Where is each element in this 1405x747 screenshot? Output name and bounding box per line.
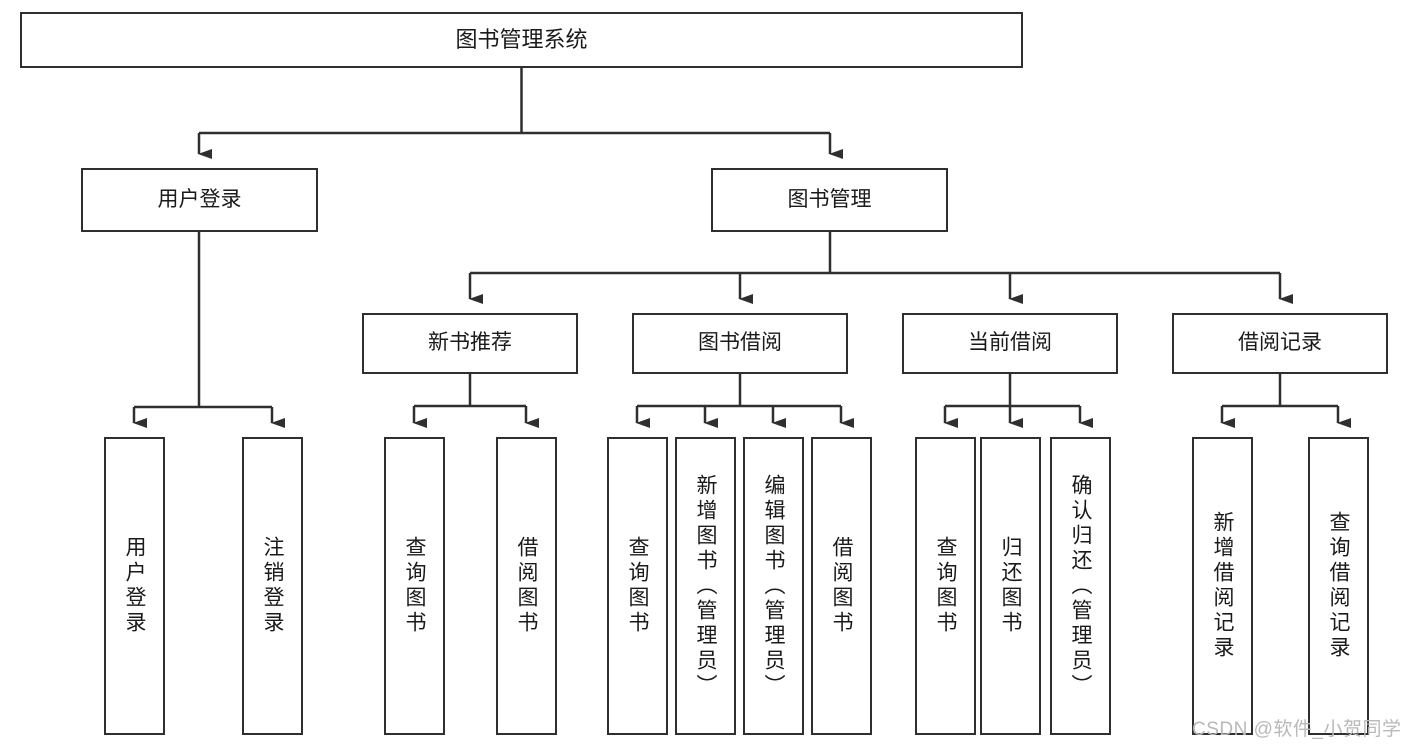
node-label: 用户登录 <box>157 187 242 211</box>
node-label: 借阅图书 <box>515 536 538 636</box>
node-label: 图书管理系统 <box>455 27 588 53</box>
node-label: 查询图书 <box>934 536 957 636</box>
node-root-system[interactable]: 图书管理系统 <box>20 12 1023 68</box>
node-label: 借阅图书 <box>830 536 853 636</box>
node-label: 图书管理 <box>787 187 872 211</box>
leaf-book-borrow-edit[interactable]: 编辑图书（管理员） <box>743 437 804 735</box>
node-label: 查询图书 <box>626 536 649 636</box>
leaf-user-login-login[interactable]: 用户登录 <box>104 437 165 735</box>
node-label: 新增图书（管理员） <box>694 473 717 699</box>
node-label: 注销登录 <box>261 536 284 636</box>
leaf-book-borrow-borrow[interactable]: 借阅图书 <box>811 437 872 735</box>
node-book-borrow[interactable]: 图书借阅 <box>632 313 848 374</box>
node-label: 归还图书 <box>999 536 1022 636</box>
leaf-current-borrow-query[interactable]: 查询图书 <box>915 437 976 735</box>
node-label: 编辑图书（管理员） <box>762 473 785 699</box>
leaf-book-borrow-add[interactable]: 新增图书（管理员） <box>675 437 736 735</box>
leaf-borrow-record-query[interactable]: 查询借阅记录 <box>1308 437 1369 735</box>
leaf-new-book-query[interactable]: 查询图书 <box>384 437 445 735</box>
node-label: 新增借阅记录 <box>1211 511 1234 661</box>
node-current-borrow[interactable]: 当前借阅 <box>902 313 1118 374</box>
leaf-borrow-record-add[interactable]: 新增借阅记录 <box>1192 437 1253 735</box>
leaf-current-borrow-return[interactable]: 归还图书 <box>980 437 1041 735</box>
leaf-user-login-logout[interactable]: 注销登录 <box>242 437 303 735</box>
node-book-management[interactable]: 图书管理 <box>711 168 948 232</box>
leaf-new-book-borrow[interactable]: 借阅图书 <box>496 437 557 735</box>
node-label: 用户登录 <box>123 536 146 636</box>
node-label: 确认归还（管理员） <box>1069 473 1092 699</box>
node-user-login[interactable]: 用户登录 <box>81 168 318 232</box>
node-label: 借阅记录 <box>1238 331 1322 355</box>
leaf-current-borrow-confirm-return[interactable]: 确认归还（管理员） <box>1050 437 1111 735</box>
node-borrow-record[interactable]: 借阅记录 <box>1172 313 1388 374</box>
node-new-book-recommend[interactable]: 新书推荐 <box>362 313 578 374</box>
node-label: 当前借阅 <box>968 331 1052 355</box>
node-label: 查询借阅记录 <box>1327 511 1350 661</box>
node-label: 新书推荐 <box>428 331 512 355</box>
node-label: 图书借阅 <box>698 331 782 355</box>
node-label: 查询图书 <box>403 536 426 636</box>
leaf-book-borrow-query[interactable]: 查询图书 <box>607 437 668 735</box>
